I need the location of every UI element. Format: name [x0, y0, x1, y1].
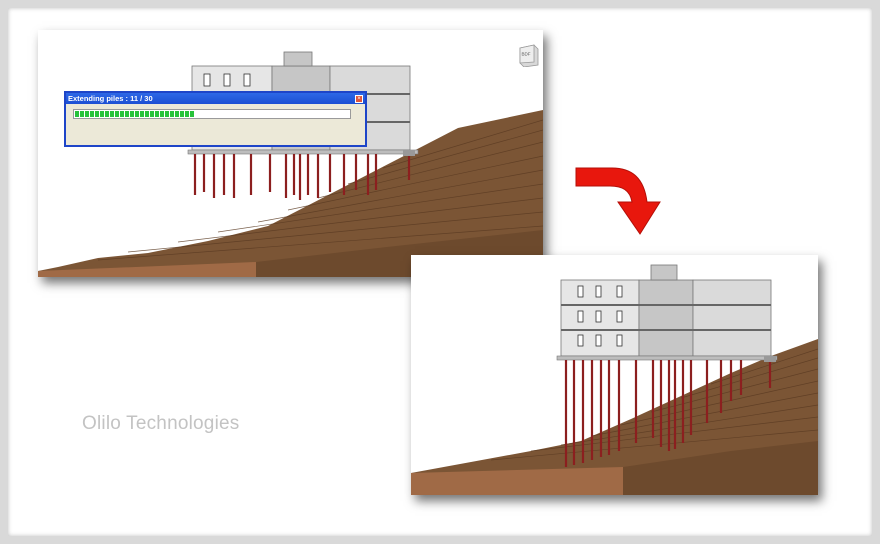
progress-segment — [145, 111, 149, 117]
progress-segment — [110, 111, 114, 117]
progress-segment — [150, 111, 154, 117]
viewcube-icon[interactable]: BDF — [518, 43, 540, 67]
progress-segment — [140, 111, 144, 117]
progress-segment — [75, 111, 79, 117]
viewcube-label: BDF — [522, 52, 531, 57]
piles-short — [193, 154, 411, 200]
progress-segment — [125, 111, 129, 117]
progress-segment — [165, 111, 169, 117]
progress-titlebar: Extending piles : 11 / 30 × — [66, 93, 365, 104]
model-view-before[interactable]: BDF — [38, 30, 543, 277]
progress-segment — [90, 111, 94, 117]
progress-segment — [185, 111, 189, 117]
progress-segment — [135, 111, 139, 117]
progress-segment — [175, 111, 179, 117]
progress-segment — [190, 111, 194, 117]
soil-side — [623, 441, 818, 495]
progress-segment — [95, 111, 99, 117]
building-scene-before — [38, 51, 543, 277]
progress-segment — [85, 111, 89, 117]
building-scene-after — [411, 264, 818, 495]
progress-segment — [115, 111, 119, 117]
progress-segment — [105, 111, 109, 117]
progress-segment — [180, 111, 184, 117]
progress-segment — [160, 111, 164, 117]
progress-title: Extending piles : 11 / 30 — [68, 94, 153, 103]
progress-bar — [73, 109, 351, 119]
piles-extended — [564, 360, 772, 467]
model-view-after[interactable] — [411, 255, 818, 495]
progress-segment — [130, 111, 134, 117]
progress-segment — [170, 111, 174, 117]
progress-segment — [80, 111, 84, 117]
progress-segment — [100, 111, 104, 117]
soil-base — [411, 467, 623, 495]
progress-segment — [155, 111, 159, 117]
building — [556, 264, 778, 362]
progress-segment — [120, 111, 124, 117]
progress-dialog: Extending piles : 11 / 30 × — [64, 91, 367, 147]
close-icon[interactable]: × — [355, 94, 363, 103]
curved-arrow-icon — [575, 167, 661, 235]
soil-base — [38, 262, 256, 277]
watermark-text: Olilo Technologies — [82, 413, 240, 434]
